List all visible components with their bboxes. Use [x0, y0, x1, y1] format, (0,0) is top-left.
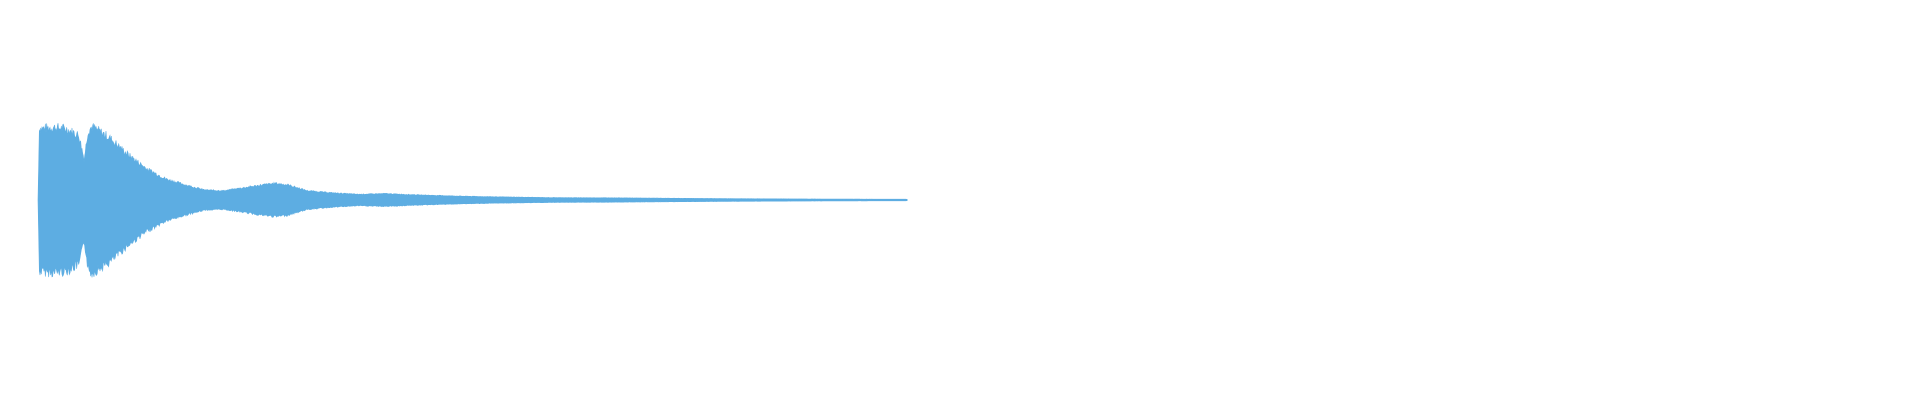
waveform-fill	[37, 123, 908, 278]
